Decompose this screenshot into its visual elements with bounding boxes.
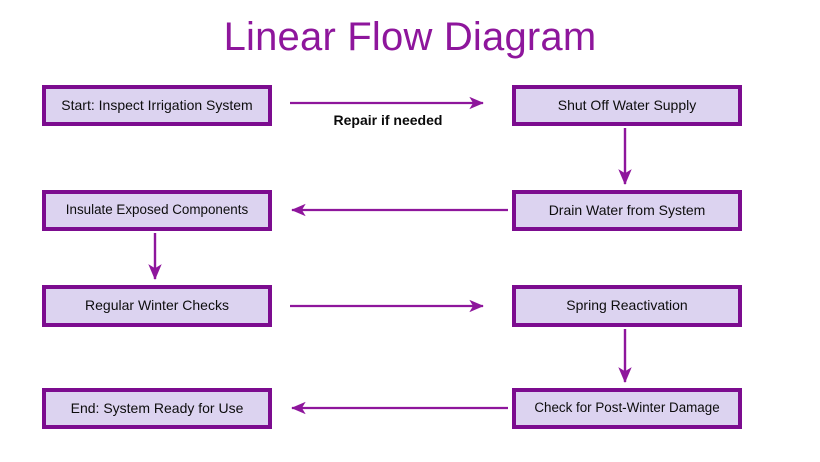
node-check-post-winter-damage[interactable]: Check for Post-Winter Damage bbox=[512, 388, 742, 429]
node-insulate-exposed-components[interactable]: Insulate Exposed Components bbox=[42, 190, 272, 231]
node-end-system-ready[interactable]: End: System Ready for Use bbox=[42, 388, 272, 429]
node-shut-off-water[interactable]: Shut Off Water Supply bbox=[512, 85, 742, 126]
node-spring-reactivation[interactable]: Spring Reactivation bbox=[512, 285, 742, 327]
node-start-inspect[interactable]: Start: Inspect Irrigation System bbox=[42, 85, 272, 126]
node-regular-winter-checks[interactable]: Regular Winter Checks bbox=[42, 285, 272, 327]
page-title: Linear Flow Diagram bbox=[223, 15, 597, 59]
node-drain-water[interactable]: Drain Water from System bbox=[512, 190, 742, 231]
edge-label-repair-if-needed: Repair if needed bbox=[333, 112, 443, 128]
